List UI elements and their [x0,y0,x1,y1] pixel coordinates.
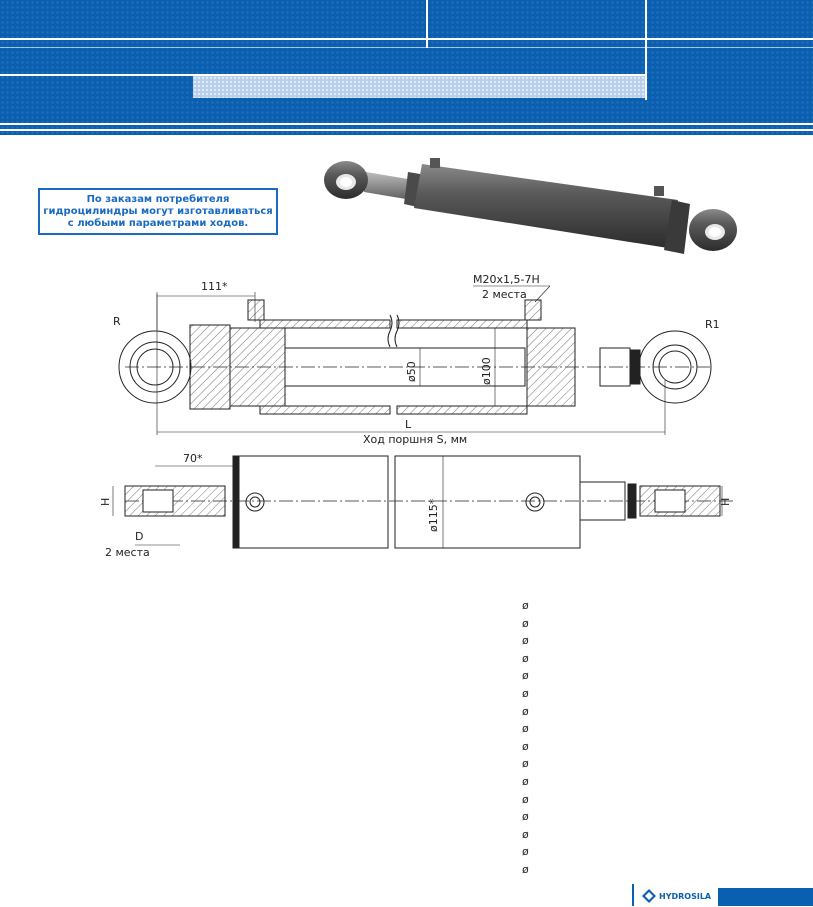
logo-diamond-icon [642,889,656,903]
list-item: ø [522,845,529,859]
cylinder-technical-drawing: 111* M20x1,5-7H 2 места R R1 ø50 ø100 L … [99,273,735,559]
list-item: ø [522,739,529,753]
radius-right: R1 [705,318,720,331]
places-bottom: 2 места [105,546,150,559]
list-item: ø [522,599,529,612]
thread-spec: M20x1,5-7H [473,273,540,286]
list-item: ø [522,810,529,824]
list-item: ø [522,616,529,630]
diameter-list: ø ø ø ø ø ø ø ø ø ø ø ø ø ø ø ø [522,597,562,879]
list-item: ø [522,827,529,841]
header-divider [0,38,813,40]
dia-100: ø100 [480,357,493,385]
footer-bar [718,888,813,906]
list-item: ø [522,757,529,771]
list-item: ø [522,686,529,700]
list-item: ø [522,634,529,648]
dim-111: 111* [201,280,228,293]
header-stripe [0,123,813,125]
company-logo: HYDROSILA [642,887,722,905]
list-item: ø [522,862,529,876]
header-band [0,0,813,135]
footer-separator [632,884,634,906]
notice-line: По заказам потребителя [86,193,230,205]
dia-50: ø50 [405,361,418,382]
stroke-label: Ход поршня S, мм [363,433,467,446]
places-top: 2 места [482,288,527,301]
dim-70: 70* [183,452,203,465]
dim-L: L [405,418,412,431]
header-stripe [0,129,813,131]
list-item: ø [522,669,529,683]
list-item: ø [522,722,529,736]
header-divider [0,74,647,76]
h-right: H [719,498,732,506]
list-item: ø [522,704,529,718]
radius-left: R [113,315,121,328]
notice-line: с любыми параметрами ходов. [67,217,249,229]
header-divider [645,0,647,100]
d-label: D [135,530,143,543]
header-divider [426,0,428,48]
list-item: ø [522,792,529,806]
footer: HYDROSILA [630,884,813,907]
list-item: ø [522,651,529,665]
custom-order-notice: По заказам потребителя гидроцилиндры мог… [38,188,278,235]
notice-line: гидроцилиндры могут изготавливаться [43,205,273,217]
dia-115: ø115* [427,498,440,532]
h-left: H [99,498,112,506]
cylinder-illustration [324,158,737,254]
header-divider [0,47,813,48]
header-panel [193,76,645,98]
logo-text: HYDROSILA [659,891,712,901]
list-item: ø [522,774,529,788]
